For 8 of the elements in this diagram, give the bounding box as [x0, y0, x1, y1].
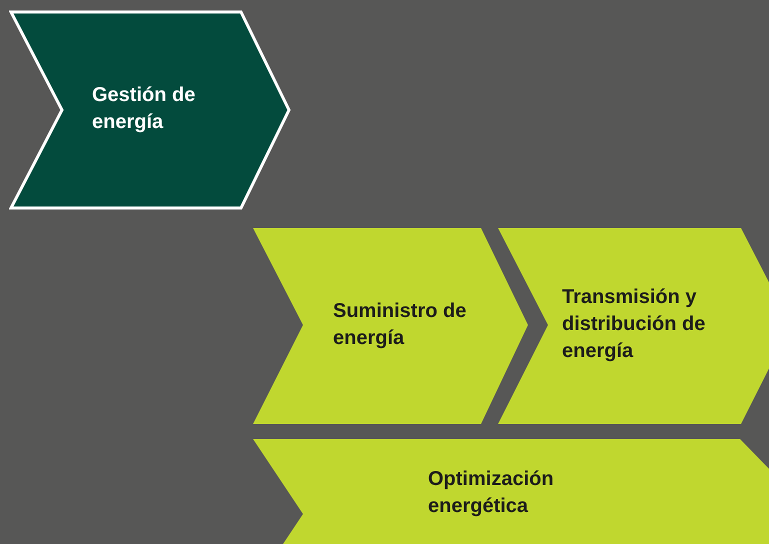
step-label: Suministro de energía — [333, 299, 468, 351]
chevron-step — [9, 10, 291, 210]
chevron-step — [253, 228, 529, 424]
chevron-step — [253, 439, 769, 544]
step-label: Optimización energética — [428, 467, 555, 519]
step-label: Transmisión y distribución de energía — [562, 285, 706, 364]
step-label: Gestión de energía — [92, 83, 196, 135]
chevron-step — [498, 228, 769, 424]
